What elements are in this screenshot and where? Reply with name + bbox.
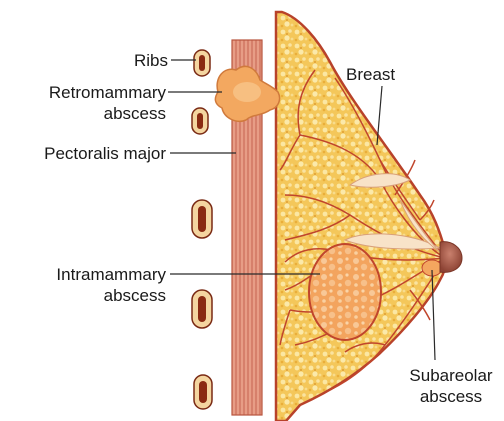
intramammary-abscess — [309, 244, 381, 340]
rib — [192, 200, 212, 238]
rib — [192, 290, 212, 328]
label-ribs: Ribs — [134, 51, 168, 70]
label-pectoralis-major: Pectoralis major — [44, 144, 166, 163]
label-intramammary-abscess-line2: abscess — [104, 286, 166, 305]
label-subareolar-abscess-line2: abscess — [420, 387, 482, 406]
ribs — [192, 50, 212, 409]
label-subareolar-abscess-line1: Subareolar — [409, 366, 493, 385]
rib — [194, 50, 210, 76]
label-breast: Breast — [346, 65, 395, 84]
label-intramammary-abscess-line1: Intramammary — [56, 265, 166, 284]
label-retromammary-abscess-line1: Retromammary — [49, 83, 167, 102]
label-retromammary-abscess-line2: abscess — [104, 104, 166, 123]
nipple — [440, 242, 462, 273]
rib — [192, 108, 208, 134]
rib — [194, 375, 212, 409]
